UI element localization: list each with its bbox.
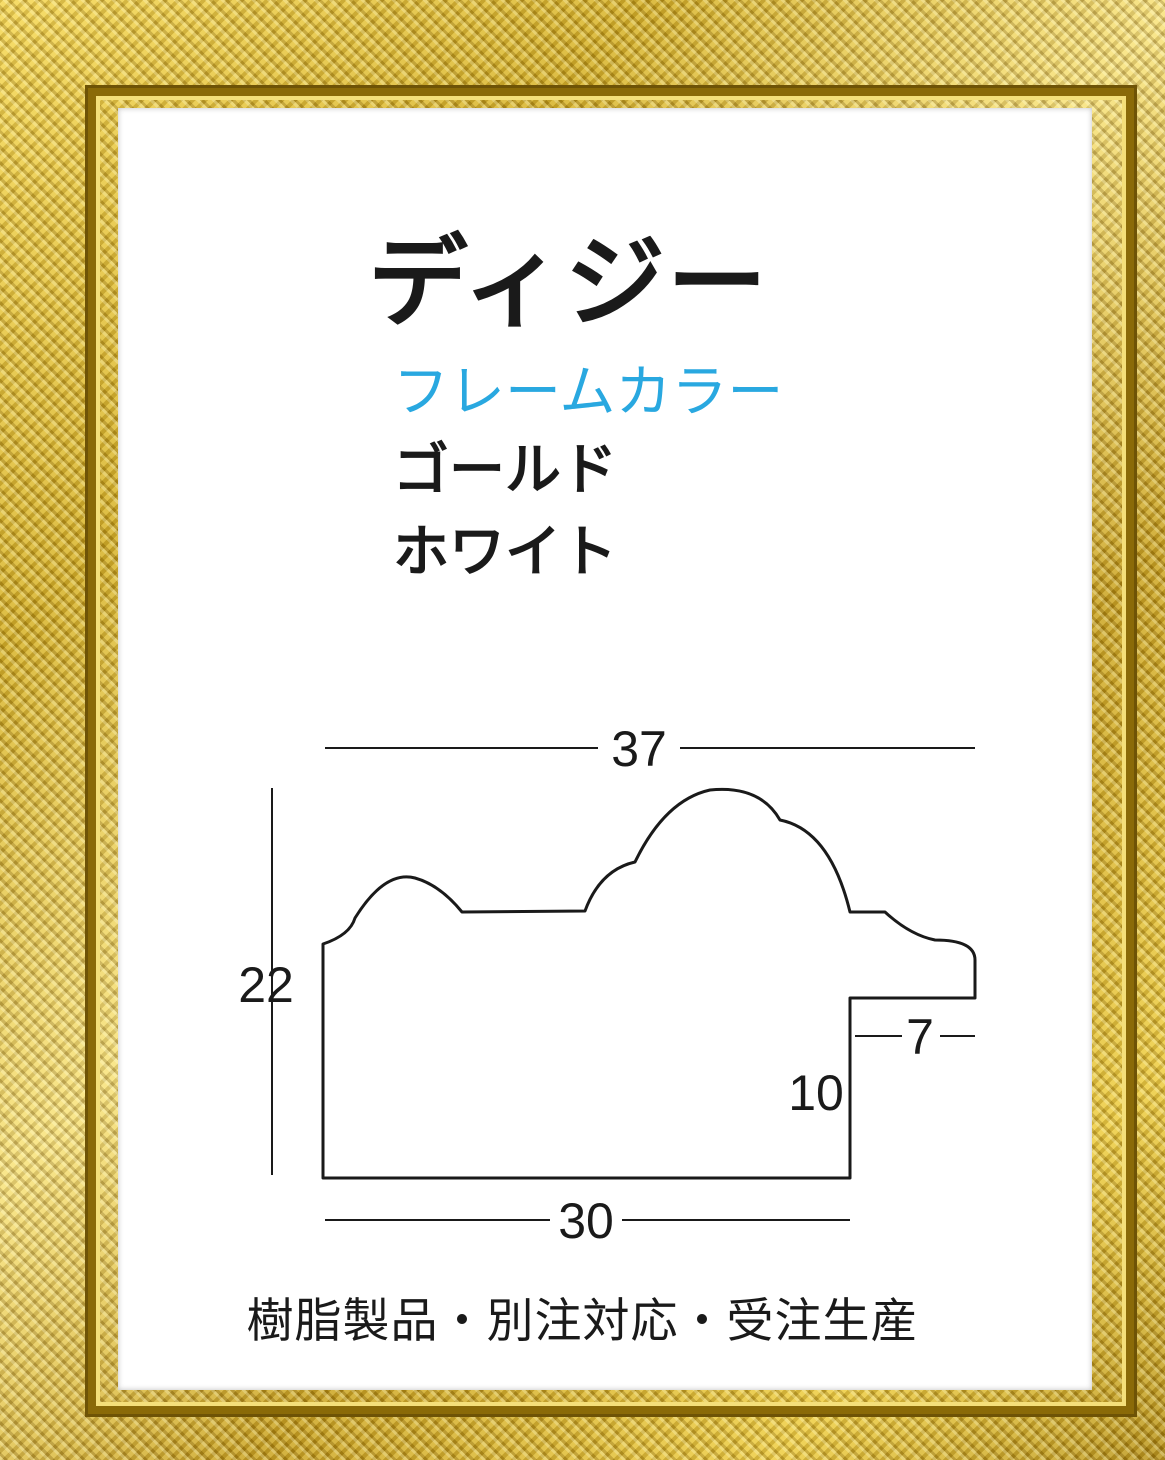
product-name: ディジー bbox=[368, 223, 769, 341]
frame-profile-outline bbox=[321, 787, 977, 1180]
dim-label-height-total: 22 bbox=[238, 957, 294, 1013]
dim-label-rabbet-width: 7 bbox=[906, 1009, 934, 1065]
dim-label-width-total: 37 bbox=[611, 721, 667, 777]
frame-inner-bevel bbox=[88, 88, 1134, 1414]
product-notes: 樹脂製品・別注対応・受注生産 bbox=[246, 1294, 919, 1349]
frame-color-label: フレームカラー bbox=[393, 360, 784, 425]
color-option-white: ホワイト bbox=[393, 519, 617, 585]
dim-label-base-width: 30 bbox=[558, 1193, 614, 1249]
dim-label-rabbet-height: 10 bbox=[788, 1065, 844, 1121]
color-option-gold: ゴールド bbox=[393, 437, 617, 503]
